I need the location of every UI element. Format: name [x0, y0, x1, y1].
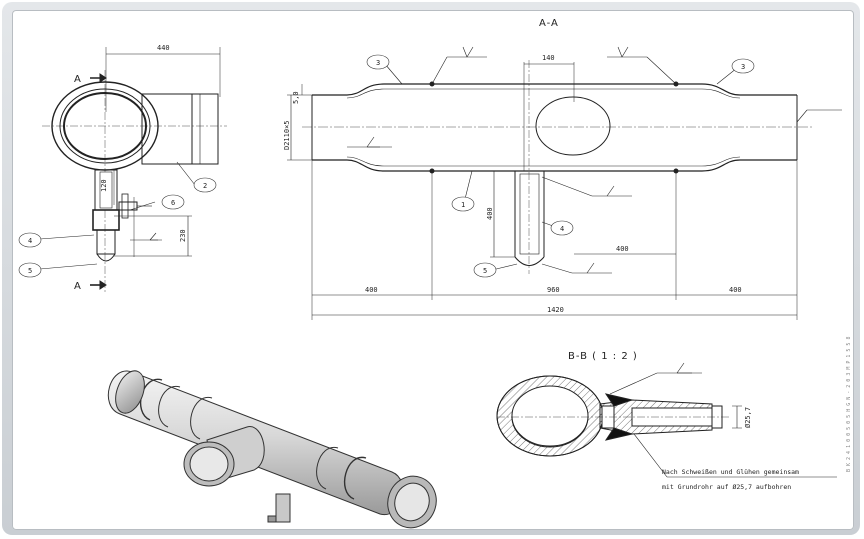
isometric-view	[107, 370, 437, 529]
drawing-sheet: 440 120 230 A A 4 5 6 2 A-A	[12, 10, 854, 530]
note-line-2: mit Grundrohr auf Ø25,7 aufbohren	[662, 483, 791, 491]
section-title-aa: A-A	[539, 18, 559, 29]
side-view-labels: 440 120 230 A A	[74, 44, 187, 292]
cut-label-top: A	[74, 74, 81, 85]
dim-side-width: 440	[157, 44, 170, 52]
balloon-1: 1	[461, 201, 465, 209]
dim-branch-len: 400	[486, 207, 494, 220]
dim-side-height: 230	[179, 229, 187, 242]
dim-wall: 5,0	[292, 91, 300, 104]
balloon-5-side: 5	[28, 267, 32, 275]
dim-seg-left: 400	[365, 286, 378, 294]
dim-tube-dia: D2110×5	[283, 120, 291, 150]
side-view-balloons	[18, 177, 217, 278]
balloon-2: 2	[203, 182, 207, 190]
dim-bore: Ø25,7	[744, 407, 752, 428]
balloon-4-section: 4	[560, 225, 564, 233]
section-title-bb: B-B ( 1 : 2 )	[568, 351, 638, 362]
balloon-5-section: 5	[483, 267, 487, 275]
dim-tee-width: 140	[542, 54, 555, 62]
balloon-4-side: 4	[28, 237, 32, 245]
dim-total: 1420	[547, 306, 564, 314]
section-aa-balloons	[366, 54, 755, 278]
balloon-3-left: 3	[376, 59, 380, 67]
technical-drawing: 440 120 230 A A 4 5 6 2 A-A	[18, 18, 852, 529]
dim-seg-mid: 960	[547, 286, 560, 294]
cut-label-bottom: A	[74, 281, 81, 292]
side-drawing-id: B K 2 4 1 0 0 5 0 5 H G N - 2 0 3 M P 1 …	[846, 337, 852, 472]
section-bb-view	[496, 362, 837, 478]
dim-seg-right: 400	[729, 286, 742, 294]
section-aa-dims: 140 D2110×5 5,0 400 400 400 960 400 1420	[283, 54, 742, 314]
section-aa-view	[287, 46, 842, 320]
balloon-6: 6	[171, 199, 175, 207]
note-line-1: Nach Schweißen und Glühen gemeinsam	[662, 468, 799, 476]
dim-side-stub: 120	[100, 179, 108, 192]
balloon-3-right: 3	[741, 63, 745, 71]
dim-branch-offset: 400	[616, 245, 629, 253]
side-view	[39, 47, 227, 292]
